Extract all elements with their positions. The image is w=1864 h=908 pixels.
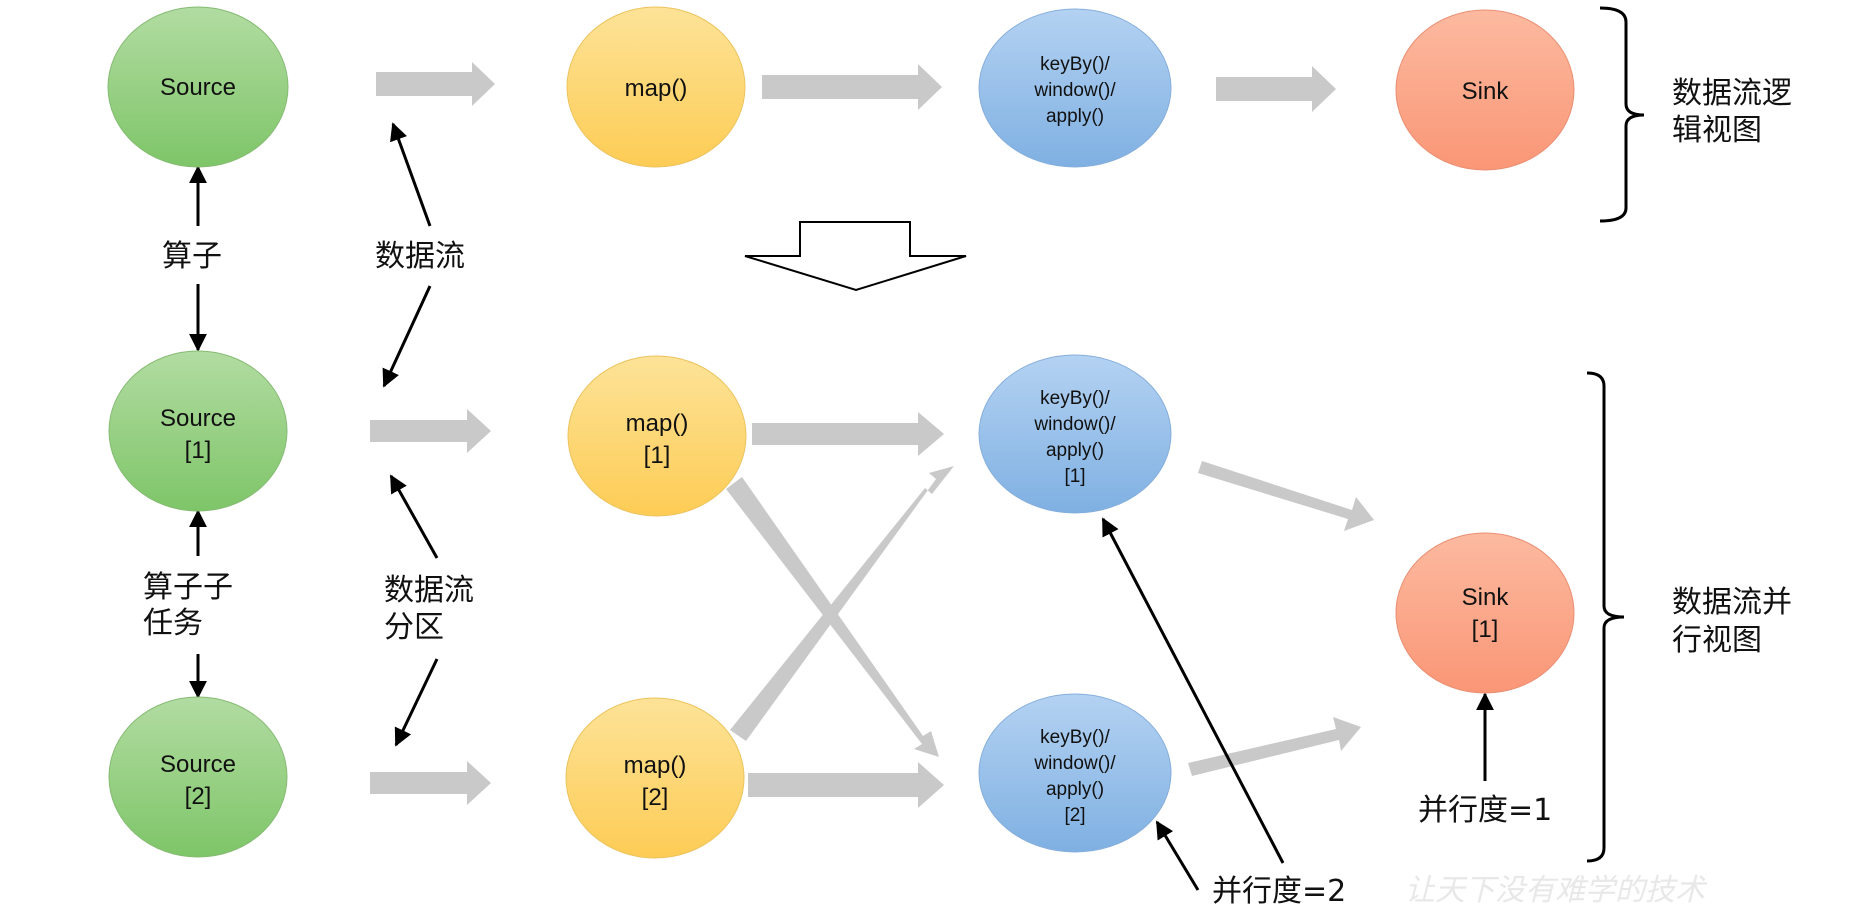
node-source-label: Source: [160, 74, 236, 101]
label-subtask-line2: 任务: [143, 606, 203, 641]
node-keyby-1: keyBy()/ window()/ apply() [1]: [978, 354, 1172, 514]
node-keyby-line1: keyBy()/: [1040, 54, 1110, 75]
parallel-view: Source [1] Source [2] map() [1] map() [2…: [108, 350, 1575, 859]
node-map: map(): [566, 6, 746, 168]
flow-arrows: [370, 62, 1374, 808]
parallel-view-brace: [1586, 371, 1625, 863]
label-partition-line1: 数据流: [384, 573, 474, 608]
flow-arrow-map-keyby: [762, 64, 942, 110]
flow-arrow-keyby1-sink1: [1198, 461, 1374, 531]
flow-arrow-source1-map1: [370, 409, 491, 453]
node-source-2-line1: Source: [160, 751, 236, 778]
label-parallel-view-line1: 数据流并: [1672, 585, 1792, 620]
label-logical-view-line2: 辑视图: [1672, 113, 1762, 148]
node-keyby-2-line3: apply(): [1046, 779, 1104, 800]
node-source-1: Source [1]: [108, 350, 288, 512]
braces: [1586, 6, 1645, 863]
node-sink-1-line1: Sink: [1462, 584, 1510, 611]
node-map-2: map() [2]: [565, 697, 745, 859]
label-partition-line2: 分区: [384, 610, 444, 645]
label-data-stream: 数据流: [375, 239, 465, 274]
flow-arrow-keyby-sink: [1216, 66, 1336, 112]
flow-arrow-keyby2-sink1: [1188, 717, 1361, 776]
node-map-label: map(): [625, 75, 688, 102]
node-source-2-line2: [2]: [185, 783, 212, 810]
node-keyby-2-line2: window()/: [1033, 753, 1116, 774]
annotation-labels: 算子 数据流 算子子 任务 数据流 分区 并行度=2 并行度=1 数据流逻 辑视…: [143, 76, 1792, 908]
node-sink: Sink: [1395, 9, 1575, 171]
label-logical-view-line1: 数据流逻: [1672, 76, 1792, 111]
watermark: 让天下没有难学的技术: [1405, 873, 1708, 908]
flow-arrow-map1-keyby1: [752, 412, 944, 456]
transform-down-arrow: [744, 221, 967, 292]
node-keyby: keyBy()/ window()/ apply(): [978, 8, 1172, 168]
annotation-lines: [189, 122, 1494, 891]
node-sink-1: Sink [1]: [1395, 532, 1575, 694]
label-parallelism-2: 并行度=2: [1212, 874, 1346, 908]
flow-arrow-source-map: [376, 62, 495, 106]
node-keyby-2-line4: [2]: [1064, 805, 1085, 826]
node-map-1: map() [1]: [567, 355, 747, 517]
flow-arrow-map2-keyby2: [748, 762, 944, 808]
node-keyby-1-line2: window()/: [1033, 414, 1116, 435]
parallelism2-arrow-keyby2: [1155, 820, 1200, 891]
node-sink-label: Sink: [1462, 78, 1510, 105]
flow-arrow-source2-map2: [370, 761, 491, 805]
node-keyby-2: keyBy()/ window()/ apply() [2]: [978, 693, 1172, 853]
node-keyby-1-line1: keyBy()/: [1040, 388, 1110, 409]
partition-arrow-down: [394, 658, 439, 747]
node-keyby-1-line3: apply(): [1046, 440, 1104, 461]
node-source-2: Source [2]: [108, 696, 288, 858]
node-map-1-line1: map(): [626, 410, 689, 437]
flow-arrow-map2-keyby1: [730, 466, 954, 741]
node-keyby-1-line4: [1]: [1064, 466, 1085, 487]
label-operator: 算子: [162, 239, 222, 274]
node-source: Source: [107, 6, 289, 168]
parallelism2-arrow-keyby1: [1101, 517, 1285, 864]
label-parallel-view-line2: 行视图: [1672, 623, 1762, 658]
partition-arrow-up: [389, 474, 439, 559]
node-sink-1-line2: [1]: [1472, 616, 1499, 643]
logical-view-brace: [1599, 6, 1645, 223]
node-map-2-line2: [2]: [642, 784, 669, 811]
node-map-1-line2: [1]: [644, 442, 671, 469]
node-keyby-line2: window()/: [1033, 80, 1116, 101]
logical-view: Source map() keyBy()/ window()/ apply() …: [107, 6, 1575, 171]
label-parallelism-1: 并行度=1: [1418, 793, 1552, 828]
stream-arrow-up: [390, 122, 432, 227]
label-subtask-line1: 算子子: [143, 570, 233, 605]
node-keyby-line3: apply(): [1046, 106, 1104, 127]
node-source-1-line2: [1]: [185, 437, 212, 464]
stream-arrow-down: [382, 285, 432, 388]
node-keyby-2-line1: keyBy()/: [1040, 727, 1110, 748]
node-source-1-line1: Source: [160, 405, 236, 432]
node-map-2-line1: map(): [624, 752, 687, 779]
